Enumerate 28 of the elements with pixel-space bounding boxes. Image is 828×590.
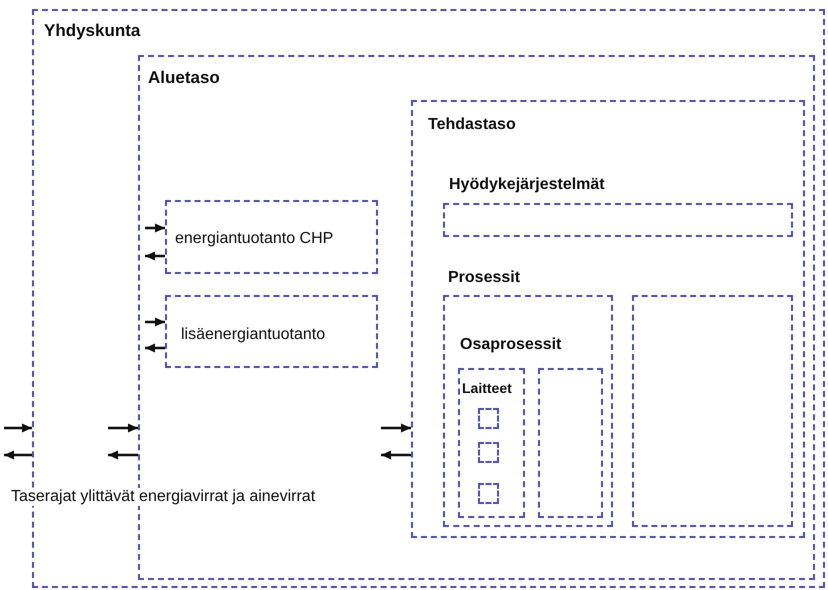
arrow xyxy=(145,252,165,260)
dashed-box xyxy=(632,295,793,527)
dashed-frame xyxy=(165,200,378,274)
frame-title: Tehdastaso xyxy=(428,116,516,134)
arrow xyxy=(108,450,138,460)
arrow xyxy=(4,424,32,432)
arrow xyxy=(381,424,411,432)
arrow xyxy=(4,450,32,460)
dashed-box xyxy=(478,408,499,429)
arrow xyxy=(145,344,165,352)
frame-title: Laitteet xyxy=(462,380,512,396)
dashed-box xyxy=(478,442,499,463)
arrow xyxy=(145,318,165,326)
frame-title: Osaprosessit xyxy=(460,336,562,354)
arrow xyxy=(108,424,138,432)
arrow xyxy=(381,450,411,460)
dashed-frame xyxy=(165,295,378,368)
dashed-box xyxy=(538,368,603,518)
frame-title: Prosessit xyxy=(448,269,520,288)
note-text: Taserajat ylittävät energiavirrat ja ainevirrat xyxy=(10,488,316,506)
frame-label: lisäenergiantuotanto xyxy=(181,326,326,344)
frame-title: Aluetaso xyxy=(148,68,220,88)
frame-title: Yhdyskunta xyxy=(44,21,140,41)
dashed-frame xyxy=(411,100,805,538)
frame-title: Hyödykejärjestelmät xyxy=(449,176,605,194)
arrow xyxy=(145,224,165,232)
dashed-box xyxy=(478,483,499,504)
frame-label: energiantuotanto CHP xyxy=(175,230,334,248)
